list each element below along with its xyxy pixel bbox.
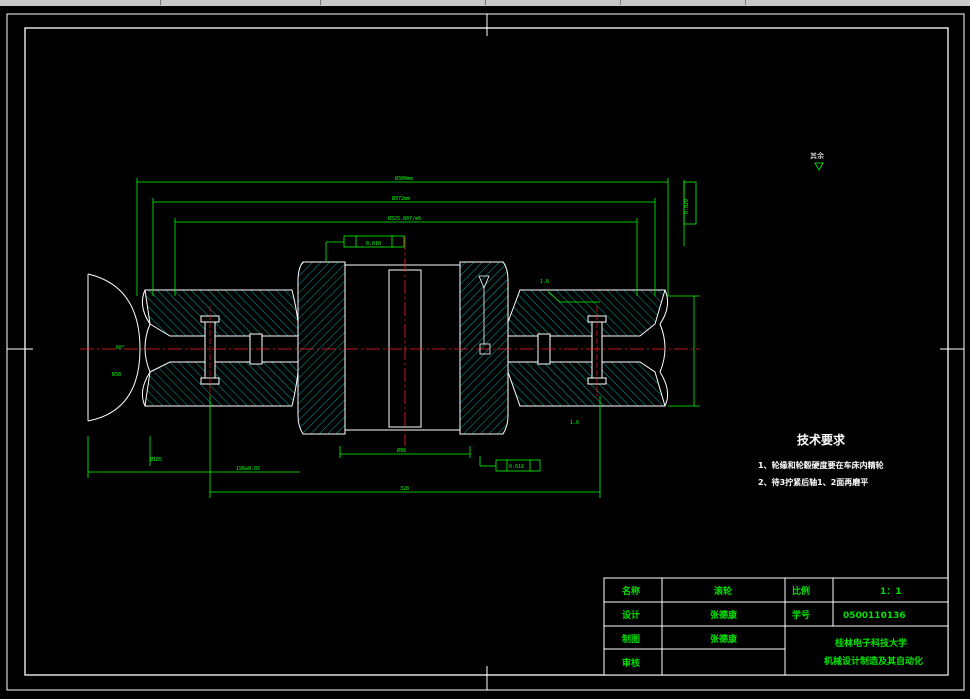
dimension-lines [87, 178, 700, 498]
tb-name-value: 滚轮 [714, 585, 732, 597]
dim-b2: 328 [400, 486, 409, 492]
tb-school: 桂林电子科技大学 [834, 637, 907, 649]
tb-draw-value: 张德康 [710, 633, 738, 645]
dim-l3: Ø325.807/m6 [388, 215, 421, 222]
roller-section-view [80, 236, 700, 446]
centering-marks [7, 14, 964, 690]
tech-req-title: 技术要求 [797, 432, 846, 447]
tb-name-label: 名称 [622, 585, 640, 597]
technical-requirements: 技术要求 1、轮缘和轮毂硬度要在车床内精轮 2、待3拧紧后轴1、2面再磨平 [758, 432, 884, 487]
tb-scale-value: 1：1 [880, 587, 902, 597]
dim-l2: Ø372mm [392, 195, 410, 202]
dimension-texts: Ø380mm Ø372mm Ø325.807/m6 198±0.05 328 Ø… [112, 175, 690, 492]
tb-design-label: 设计 [622, 609, 640, 621]
outer-border [6, 13, 965, 691]
dim-b3: Ø98 [397, 447, 406, 454]
tb-id-value: 0500110136 [843, 611, 906, 621]
tb-scale-label: 比例 [792, 585, 810, 597]
tolerance-frames [343, 181, 697, 472]
tb-draw-label: 制图 [622, 633, 640, 645]
tech-req-item-1: 1、轮缘和轮毂硬度要在车床内精轮 [758, 460, 884, 470]
radius-dim: R50 [112, 372, 121, 378]
title-block: 名称 滚轮 比例 1：1 设计 张德康 学号 0500110136 制图 张德康… [603, 577, 949, 676]
roughness-symbol-icon [814, 162, 824, 171]
tb-id-label: 学号 [792, 609, 810, 621]
dim-l1: Ø380mm [395, 175, 413, 182]
tol-bottom: 0.018 [509, 464, 524, 470]
tol-top: 0.010 [366, 241, 381, 247]
rough-note: 其余 [810, 151, 824, 160]
surface-roughness-2: 1.6 [570, 420, 579, 426]
dim-b1: 198±0.05 [236, 466, 260, 472]
tb-design-value: 张德康 [710, 609, 738, 621]
angle-dim: 60° [116, 345, 125, 351]
drawing-canvas[interactable]: Ø380mm Ø372mm Ø325.807/m6 198±0.05 328 Ø… [0, 6, 970, 699]
surface-roughness-1: 1.6 [540, 279, 549, 285]
tol-right: 0.020 [684, 199, 690, 214]
tb-dept: 机械设计制造及其自动化 [824, 655, 923, 667]
tb-review-label: 审核 [622, 657, 640, 669]
tech-req-item-2: 2、待3拧紧后轴1、2面再磨平 [758, 477, 868, 487]
top-toolbar-strip[interactable] [0, 0, 970, 6]
left-vertical-dim: Ø185 [150, 456, 162, 463]
